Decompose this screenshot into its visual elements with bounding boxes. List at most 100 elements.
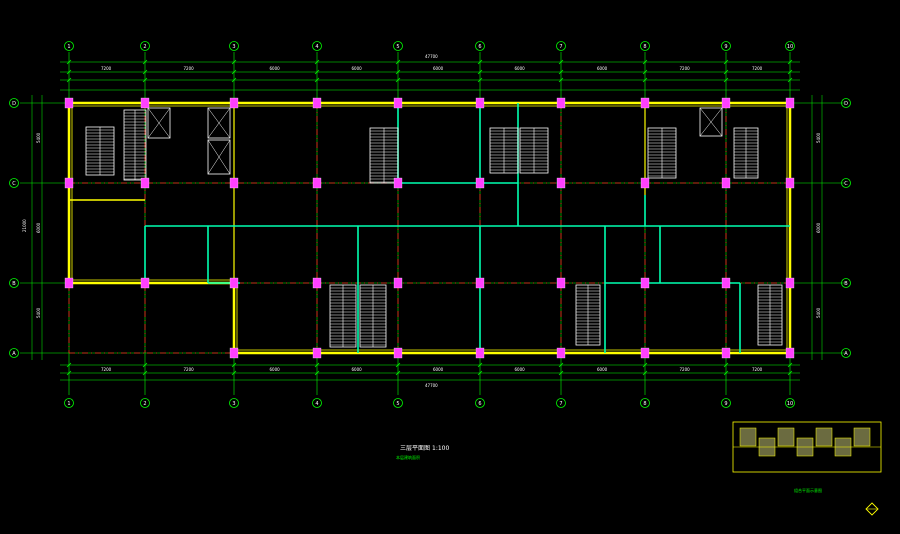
shaft-3 [699, 107, 723, 137]
bay-dimension-top: 7200 [184, 66, 195, 71]
axis-bubble-row-label: D [844, 101, 848, 107]
column-9-3 [785, 347, 795, 359]
dim-tick [231, 77, 237, 83]
bay-dimension-top: 6000 [597, 66, 608, 71]
bay-dimension-bottom: 6000 [433, 367, 444, 372]
bay-dimension-top: 6000 [433, 66, 444, 71]
dim-tick [314, 370, 320, 376]
dim-tick [314, 362, 320, 368]
axis-bubble-col-label: 8 [643, 401, 646, 407]
stair-2 [369, 127, 399, 184]
axis-bubble-col-label: 3 [232, 401, 235, 407]
axis-bubble-col [475, 398, 485, 408]
dim-tick [558, 59, 564, 65]
dim-tick [231, 59, 237, 65]
dim-tick [395, 77, 401, 83]
keyplan-label: 组合平面示意图 [794, 487, 822, 493]
dim-tick [231, 362, 237, 368]
north-arrow-icon [865, 502, 879, 516]
column-5-0 [475, 97, 485, 109]
axis-bubble-row [9, 178, 19, 188]
dim-tick [787, 69, 793, 75]
axis-bubble-col-label: 2 [143, 401, 146, 407]
axis-bubble-col [140, 41, 150, 51]
column-1-2 [140, 277, 150, 289]
column-0-1 [64, 177, 74, 189]
stair-9 [575, 284, 601, 346]
dim-tick [314, 77, 320, 83]
axis-bubble-col [556, 41, 566, 51]
keyplan-block [777, 427, 795, 447]
dim-tick [787, 77, 793, 83]
bay-dimension-top: 7200 [752, 66, 763, 71]
dim-tick [477, 69, 483, 75]
stair-10 [757, 284, 783, 346]
dim-tick [66, 69, 72, 75]
dim-tick [66, 370, 72, 376]
axis-bubble-row [9, 348, 19, 358]
dim-tick [723, 77, 729, 83]
axis-bubble-col-label: 7 [559, 44, 562, 50]
axis-bubble-col-label: 6 [478, 401, 481, 407]
shaft-cross [207, 139, 231, 175]
axis-bubble-col-label: 1 [67, 44, 70, 50]
axis-bubble-col-label: 7 [559, 401, 562, 407]
column-9-1 [785, 177, 795, 189]
column-7-1 [640, 177, 650, 189]
dim-tick [66, 362, 72, 368]
axis-bubble-row [841, 178, 851, 188]
rooms [144, 103, 790, 353]
column-2-2 [229, 277, 239, 289]
column-5-3 [475, 347, 485, 359]
axis-bubble-col [475, 41, 485, 51]
column-1-0 [140, 97, 150, 109]
axis-bubble-col [229, 398, 239, 408]
axis-bubble-col-label: 10 [787, 44, 793, 50]
dim-tick [787, 59, 793, 65]
walls [67, 101, 792, 355]
column-4-2 [393, 277, 403, 289]
column-5-1 [475, 177, 485, 189]
dim-tick [142, 69, 148, 75]
stairs [85, 107, 783, 348]
stair-0 [85, 126, 115, 176]
dim-tick [395, 59, 401, 65]
axis-bubble-col [785, 41, 795, 51]
axis-bubble-col [312, 41, 322, 51]
axis-bubble-row-label: B [844, 281, 848, 287]
axis-bubble-col [64, 398, 74, 408]
exterior-wall [67, 101, 792, 355]
dim-tick [787, 362, 793, 368]
keyplan-block [853, 427, 871, 447]
exterior-wall-inner [71, 105, 788, 351]
shaft-cross [699, 107, 723, 137]
axis-bubble-col-label: 8 [643, 44, 646, 50]
axis-bubble-row-label: C [12, 181, 16, 187]
stair-1 [123, 109, 147, 181]
bay-dimension-bottom: 6000 [270, 367, 281, 372]
keyplan-block [739, 427, 757, 447]
top-total-dimension: 47700 [425, 54, 438, 59]
column-5-2 [475, 277, 485, 289]
axis-bubble-col [721, 398, 731, 408]
dim-tick [66, 59, 72, 65]
bay-dimension-top: 7200 [680, 66, 691, 71]
axis-bubble-col-label: 4 [315, 44, 318, 50]
dim-tick [642, 362, 648, 368]
column-2-3 [229, 347, 239, 359]
axis-bubble-row [841, 278, 851, 288]
dim-tick [642, 59, 648, 65]
column-3-2 [312, 277, 322, 289]
bay-dimension-bottom: 7200 [752, 367, 763, 372]
axis-bubble-col-label: 5 [396, 401, 399, 407]
columns [64, 97, 795, 359]
column-6-2 [556, 277, 566, 289]
axis-bubble-col-label: 2 [143, 44, 146, 50]
shaft-cross [147, 107, 171, 139]
bay-dimension-bottom: 6000 [597, 367, 608, 372]
dim-tick [558, 69, 564, 75]
axis-bubble-col [393, 41, 403, 51]
axis-bubble-col-label: 10 [787, 401, 793, 407]
